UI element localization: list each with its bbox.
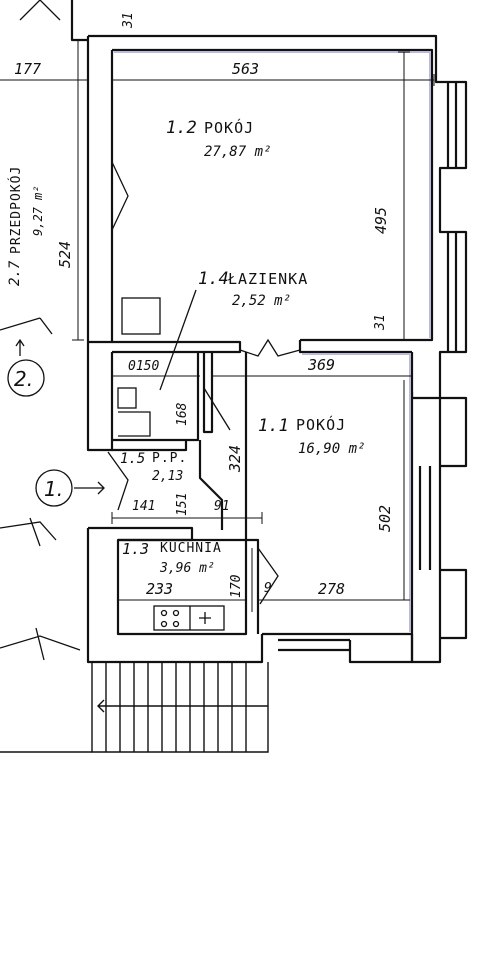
wall-kitchen-inner: [116, 538, 248, 636]
dim-524: 524: [56, 240, 74, 268]
stove-burner: [160, 609, 168, 617]
window-right-1: [446, 82, 458, 168]
room-id-13: 1.3: [122, 540, 150, 558]
dim-151: 151: [175, 492, 190, 516]
kitchen-stove: [153, 605, 225, 631]
room-name-15: P.P.: [152, 451, 188, 466]
dim-324: 324: [226, 444, 244, 472]
dim-line-524: [72, 40, 84, 341]
room-area-14: 2,52 m²: [232, 293, 292, 309]
door-swing-4: [107, 451, 129, 511]
room-id-11: 1.1: [258, 416, 289, 436]
wall-bottom-right: [262, 632, 414, 664]
wall-bath-left: [86, 342, 114, 452]
wall-bath-top: [112, 340, 242, 354]
dim-177: 177: [14, 60, 42, 78]
wall-bath-bottom: [112, 438, 188, 452]
dim-168: 168: [175, 402, 190, 426]
sink-marks: [189, 606, 211, 630]
wall-top: [88, 34, 468, 400]
dim-170: 170: [229, 574, 244, 598]
room-area-15: 2,13: [152, 469, 184, 484]
cabinet: [121, 297, 161, 335]
wall-kitchen-top: [88, 526, 194, 542]
room-name-11: POKÓJ: [296, 416, 347, 434]
wall-kitchen-right: [246, 538, 260, 634]
bathtub: [118, 411, 151, 437]
room-id-14: 1.4: [198, 269, 229, 289]
stairs-treads: [105, 662, 247, 752]
window-right-2: [446, 232, 458, 352]
room-id-12: 1.2: [166, 118, 197, 138]
wall-bottom: [86, 528, 264, 664]
room-area-11: 16,90 m²: [298, 441, 366, 457]
dim-31-top: 31: [121, 12, 136, 28]
tree-marks: [0, 0, 81, 661]
dim-0150: 0150: [128, 359, 160, 374]
stove-burner: [160, 620, 168, 628]
wall-room11-right: [410, 352, 442, 664]
door-swing-1: [239, 338, 301, 357]
entry-marker-1: 1.: [44, 477, 64, 501]
wall-left-upper: [86, 36, 114, 344]
dim-9: 9: [264, 581, 272, 596]
dim-line-563: [111, 74, 435, 86]
wall-room11-top: [298, 340, 412, 354]
marker-2-circle: [7, 359, 45, 397]
door-swing-2: [111, 161, 129, 231]
door-swing-5: [257, 547, 279, 605]
wall-room11-right-win: [440, 396, 468, 468]
marker-2-arrow: [15, 338, 25, 356]
wall-room11-left: [202, 352, 214, 434]
dim-502: 502: [376, 504, 394, 532]
room-name-27: PRZEDPOKÓJ: [9, 165, 24, 254]
dim-563: 563: [232, 60, 260, 78]
dim-line-91: [200, 512, 263, 524]
room-area-13: 3,96 m²: [160, 561, 215, 576]
dim-495: 495: [372, 206, 390, 234]
dim-91: 91: [214, 499, 230, 514]
wall-top-inner: [112, 48, 434, 342]
entry-marker-2: 2.: [14, 367, 34, 391]
room-name-12: POKÓJ: [204, 119, 255, 137]
leader-14: [159, 289, 197, 391]
dim-233: 233: [146, 580, 174, 598]
stove-burner: [172, 609, 180, 617]
room-name-14: ŁAZIENKA: [228, 270, 309, 288]
window-bottom: [278, 638, 350, 652]
dim-141: 141: [132, 499, 156, 514]
dim-line-369: [211, 370, 413, 382]
dim-369: 369: [308, 356, 336, 374]
room-name-13: KUCHNIA: [160, 541, 222, 556]
wall-left-stub: [70, 0, 88, 42]
room-area-12: 27,87 m²: [204, 144, 272, 160]
wall-bath-right: [186, 352, 200, 442]
window-right-3: [418, 466, 432, 570]
door-swing-3: [203, 387, 231, 431]
dim-line-141: [111, 512, 200, 524]
dim-line-495: [398, 51, 410, 341]
room-id-15: 1.5: [120, 451, 146, 467]
wall-shadow-top: [114, 51, 431, 338]
marker-1-arrow: [74, 481, 105, 495]
wall-pp-right: [198, 440, 224, 530]
dim-278: 278: [318, 580, 346, 598]
marker-1-circle: [35, 469, 73, 507]
stairs-frame: [91, 662, 269, 753]
wall-shadow-room11: [302, 353, 411, 632]
wall-room11-right-win2: [440, 568, 468, 640]
room-area-27: 9,27 m²: [31, 185, 45, 236]
stairs-arrow: [97, 699, 268, 713]
dim-31-mid: 31: [373, 314, 388, 330]
stove-burner: [172, 620, 180, 628]
room-id-27: 2.7: [7, 260, 23, 286]
toilet: [117, 387, 137, 409]
